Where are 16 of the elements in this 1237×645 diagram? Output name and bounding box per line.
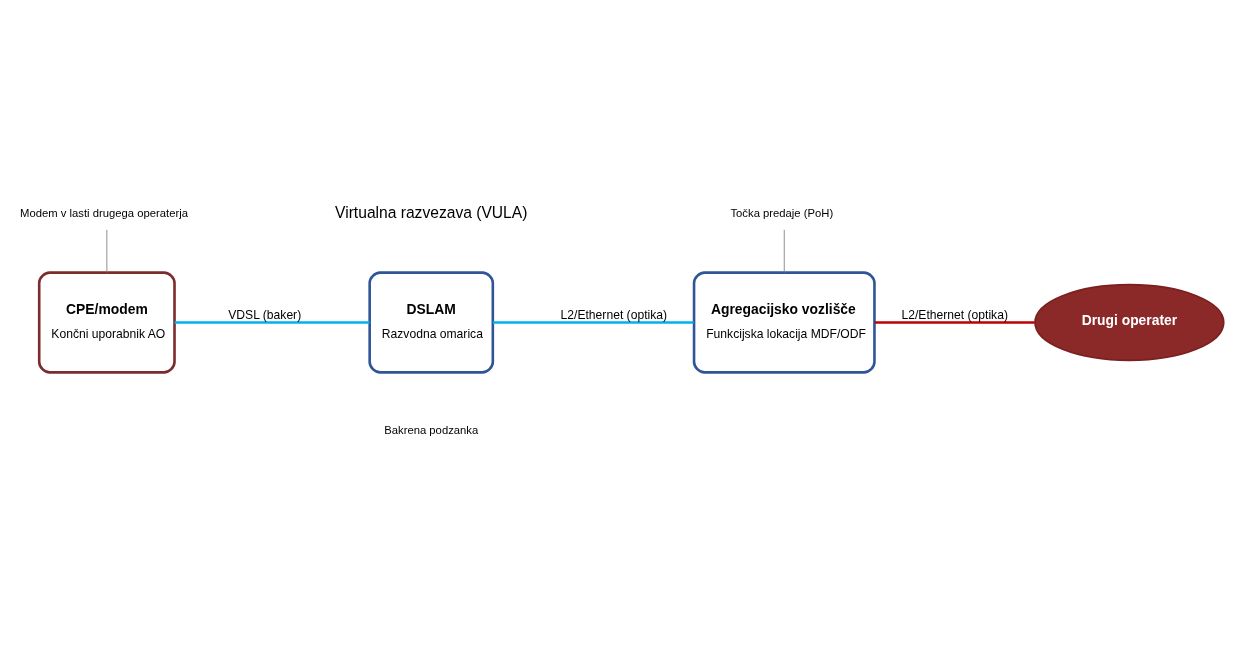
node-box: CPE/modem Končni uporabnik AO bbox=[37, 271, 176, 374]
connector bbox=[174, 321, 370, 324]
edge-label: L2/Ethernet (optika) bbox=[901, 308, 1008, 323]
node-box: DSLAM Razvodna omarica bbox=[368, 271, 495, 374]
connector bbox=[783, 229, 785, 273]
edge-label: L2/Ethernet (optika) bbox=[560, 308, 668, 323]
connector bbox=[492, 321, 694, 324]
connector bbox=[106, 229, 108, 273]
edge-label: VDSL (baker) bbox=[228, 308, 302, 323]
connector bbox=[874, 321, 1035, 324]
node-text: Točka predaje (PoH) bbox=[730, 207, 834, 220]
label: Virtualna razvezava (VULA) bbox=[335, 203, 528, 221]
label: Bakrena podzanka bbox=[384, 423, 479, 436]
node-text: Modem v lasti drugega operaterja bbox=[20, 207, 188, 220]
node-box: Agregacijsko vozlišče Funkcijska lokacija MDF/ODF bbox=[692, 271, 876, 374]
node-ellipse: Drugi operater bbox=[1034, 283, 1225, 362]
